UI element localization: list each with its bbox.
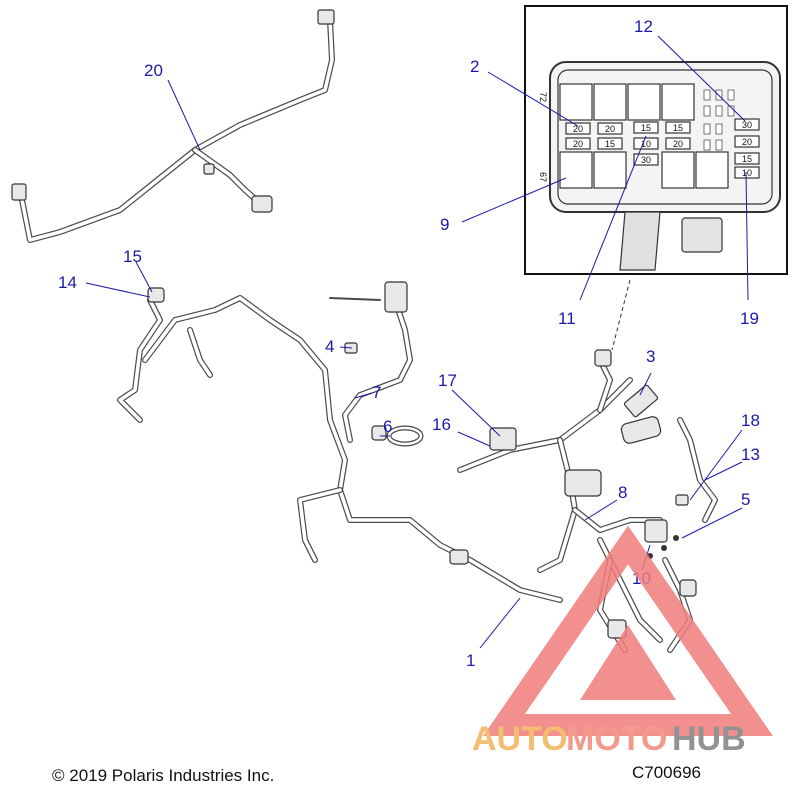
fuse-value: 15 [641,123,651,133]
callout-8: 8 [618,483,627,502]
fuse-value: 20 [742,137,752,147]
connector-icon [384,281,408,313]
callout-4: 4 [325,337,334,356]
callout-2: 2 [470,57,479,76]
fuse-value: 10 [742,168,752,178]
connector-icon [317,9,335,25]
harness-20 [11,9,335,243]
relay-module-icon [564,469,602,497]
callout-17: 17 [438,371,457,390]
fuse-value: 10 [641,139,651,149]
connector-icon [11,183,27,201]
callout-labels: 20 15 14 4 7 6 17 16 8 3 18 13 5 10 1 2 … [58,17,760,670]
relay-slot [661,151,695,189]
connector-icon [251,195,273,213]
relay-slot [593,151,627,189]
module-icon [620,416,662,444]
watermark-hub: HUB [672,720,746,758]
relay-slot [593,83,627,121]
callout-1: 1 [466,651,475,670]
main-harness [117,281,718,653]
fuse-box-side-label: 72 [538,92,548,102]
fuse-value: 20 [605,124,615,134]
connector-icon [679,579,697,597]
fastener-icon [675,494,689,506]
fuse-value: 30 [742,120,752,130]
connector-icon [594,349,612,367]
callout-11: 11 [558,309,576,328]
fuse-value: 15 [673,123,683,133]
connector-icon [489,427,517,451]
callout-15: 15 [123,247,142,266]
watermark-auto: AUTO [472,720,568,758]
callout-20: 20 [144,61,163,80]
callout-6: 6 [383,417,392,436]
fuse-value: 20 [573,139,583,149]
watermark-logo: AUTO MOTO HUB [472,525,773,758]
fuse-value: 20 [673,139,683,149]
label-icon [623,384,659,418]
callout-19: 19 [740,309,759,328]
callout-13: 13 [741,445,760,464]
relay-slot [559,83,593,121]
diagram-id: C700696 [632,763,701,782]
connector-icon [449,549,469,565]
relay-slot [695,151,729,189]
connector-icon [147,287,165,303]
copyright-text: © 2019 Polaris Industries Inc. [52,766,274,785]
fuse-box-side-label: 67 [538,172,548,182]
callout-12: 12 [634,17,653,36]
relay-slot [559,151,593,189]
relay-slot [661,83,695,121]
callout-16: 16 [432,415,451,434]
fuse-box-inset: 20 20 20 15 15 15 10 20 30 30 20 15 10 7… [524,5,788,351]
fuse-value: 20 [573,124,583,134]
callout-18: 18 [741,411,760,430]
callout-5: 5 [741,490,750,509]
fuse-value: 30 [641,155,651,165]
watermark-moto: MOTO [566,720,667,758]
connector-icon [203,163,215,175]
callout-9: 9 [440,215,449,234]
callout-7: 7 [372,383,381,402]
callout-3: 3 [646,347,655,366]
warning-triangle-icon [483,525,773,736]
bracket-icon [644,519,668,543]
fuse-value: 15 [742,154,752,164]
callout-14: 14 [58,273,77,292]
fuse-value: 15 [605,139,615,149]
relay-slot [627,83,661,121]
screw-icon [673,535,679,541]
inner-triangle-icon [580,625,676,700]
screw-icon [661,545,667,551]
